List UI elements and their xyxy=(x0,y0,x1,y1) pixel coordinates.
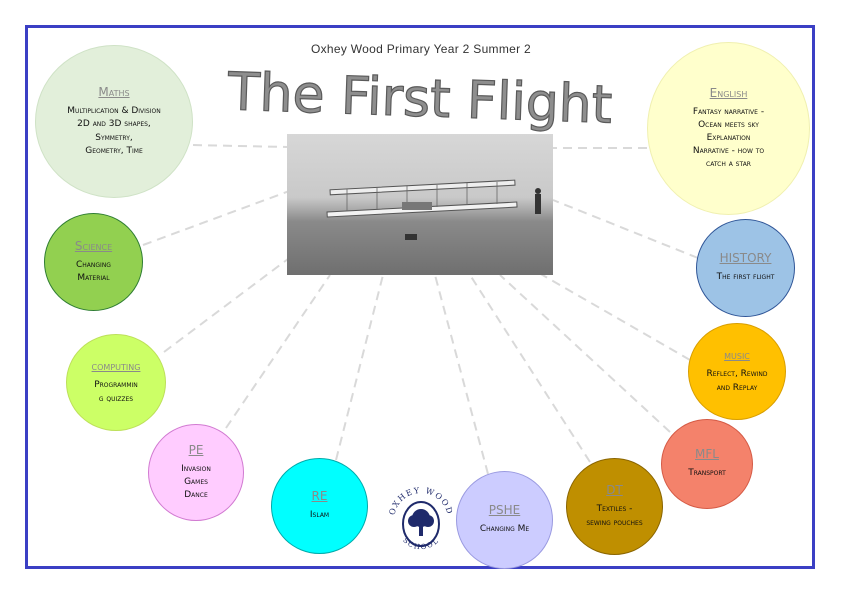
english-topic: catch a star xyxy=(706,159,751,170)
english-topic: Ocean meets sky xyxy=(698,119,759,130)
subject-music-title: music xyxy=(724,348,750,363)
subject-pe: PE Invasion Games Dance xyxy=(148,424,244,521)
subject-science-topics: Changing Material xyxy=(76,259,111,285)
page-title-text: The First Flight xyxy=(226,62,613,135)
dt-topic: sewing pouches xyxy=(586,517,643,528)
subject-re: RE Islam xyxy=(271,458,368,554)
re-topic: Islam xyxy=(309,510,330,521)
subject-history-title: HISTORY xyxy=(719,251,772,266)
subject-mfl: MFL Transport xyxy=(661,419,753,509)
subject-english: English Fantasy narrative - Ocean meets … xyxy=(647,42,810,215)
subject-pshe-title: PSHE xyxy=(488,503,521,518)
connector-pe xyxy=(225,274,331,429)
maths-topic: 2D and 3D shapes, xyxy=(77,119,151,130)
music-topic: Reflect, Rewind xyxy=(706,369,768,380)
connector-dt xyxy=(469,274,591,463)
subject-english-topics: Fantasy narrative - Ocean meets sky Expl… xyxy=(693,106,764,171)
mfl-topic: Transport xyxy=(688,468,726,479)
english-topic: Explanation xyxy=(706,132,751,143)
history-topic: The first flight xyxy=(716,272,775,283)
subject-pe-title: PE xyxy=(188,442,204,457)
pe-topic: Invasion xyxy=(181,463,211,474)
dt-topic: Textiles - xyxy=(596,504,633,515)
subject-computing-title: computing xyxy=(91,359,141,374)
connector-mfl xyxy=(499,274,671,433)
page-frame xyxy=(25,25,815,569)
subject-maths: Maths Multiplication & Division 2D and 3… xyxy=(35,45,193,198)
maths-topic: Symmetry, xyxy=(95,132,133,143)
science-topic: Material xyxy=(77,273,110,283)
english-topic: Narrative - how to xyxy=(692,146,765,157)
computing-topic: g quizzes xyxy=(98,393,134,404)
connector-re xyxy=(335,274,384,461)
school-logo: OXHEY WOOD SCHOOL xyxy=(387,486,453,552)
subject-dt-topics: Textiles - sewing pouches xyxy=(586,503,642,529)
subject-dt: DT Textiles - sewing pouches xyxy=(566,458,663,555)
pshe-topic: Changing Me xyxy=(479,524,530,535)
subject-dt-title: DT xyxy=(606,483,623,498)
subject-computing: computing Programmin g quizzes xyxy=(66,334,166,431)
page-title: The First Flight xyxy=(225,62,613,137)
connector-music xyxy=(519,261,691,361)
subject-pshe: PSHE Changing Me xyxy=(456,471,553,569)
pe-topic: Dance xyxy=(184,490,208,501)
subject-mfl-title: MFL xyxy=(695,447,719,462)
music-topic: and Replay xyxy=(716,382,758,393)
connector-pshe xyxy=(434,274,489,475)
maths-topic: Geometry, Time xyxy=(85,145,143,156)
connector-science xyxy=(142,189,293,246)
english-topic: Fantasy narrative - xyxy=(692,106,765,117)
wright-flyer-photo xyxy=(287,134,553,275)
subject-maths-topics: Multiplication & Division 2D and 3D shap… xyxy=(67,105,160,157)
connector-history xyxy=(552,199,699,259)
subject-re-title: RE xyxy=(311,489,328,504)
connector-maths xyxy=(192,144,288,148)
subject-pe-topics: Invasion Games Dance xyxy=(181,463,211,502)
subject-computing-topics: Programmin g quizzes xyxy=(94,379,138,405)
logo-bottom-text: SCHOOL xyxy=(401,536,439,551)
page-subtitle: Oxhey Wood Primary Year 2 Summer 2 xyxy=(310,42,532,56)
science-topic: Changing xyxy=(76,259,111,270)
svg-text:SCHOOL: SCHOOL xyxy=(401,536,441,551)
subject-maths-title: Maths xyxy=(98,85,130,100)
subject-music-topics: Reflect, Rewind and Replay xyxy=(706,368,767,394)
maths-topic: Multiplication & Division xyxy=(67,106,161,117)
subject-pshe-topics: Changing Me xyxy=(480,523,529,536)
subject-science-title: Science xyxy=(74,238,113,253)
subject-mfl-topics: Transport xyxy=(688,467,726,480)
subject-english-title: English xyxy=(709,85,748,100)
subject-history-topics: The first flight xyxy=(717,271,775,284)
subject-science: Science Changing Material xyxy=(44,213,143,311)
connector-computing xyxy=(163,249,301,353)
computing-topic: Programmin xyxy=(94,380,138,391)
subject-re-topics: Islam xyxy=(310,509,329,522)
subject-music: music Reflect, Rewind and Replay xyxy=(688,323,786,420)
subject-history: HISTORY The first flight xyxy=(696,219,795,317)
pe-topic: Games xyxy=(184,476,208,487)
